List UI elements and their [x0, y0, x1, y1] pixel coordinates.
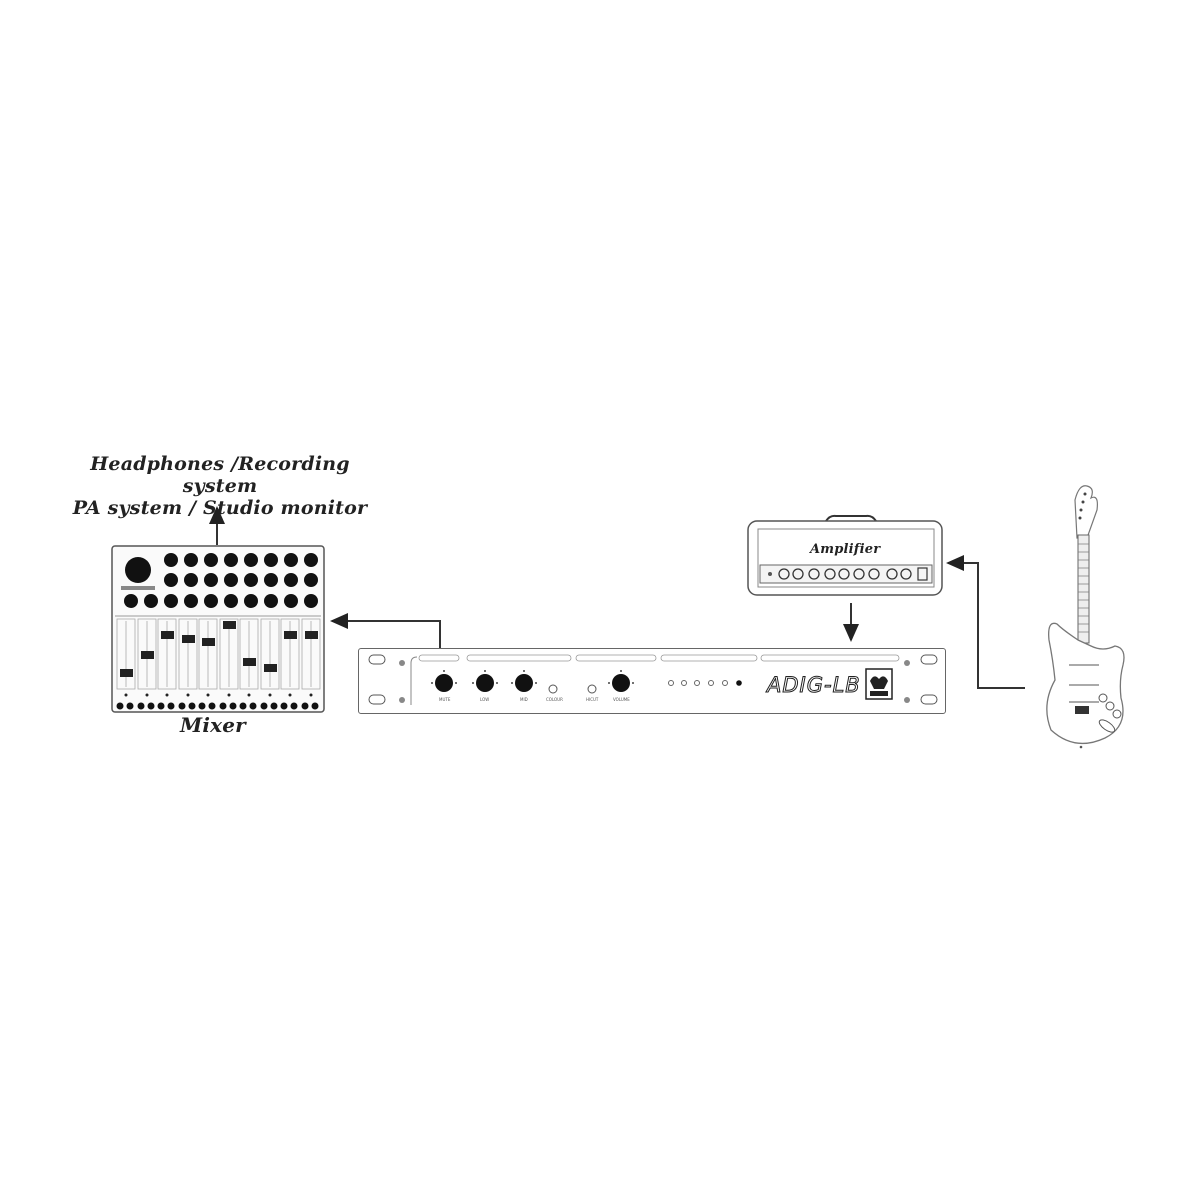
- svg-text:MUTE: MUTE: [439, 697, 451, 702]
- knob-row-3: [124, 594, 318, 608]
- rack-panel-drawing: MUTE LOW MID COLOUR HICUT VOLUME: [368, 654, 938, 705]
- svg-text:MID: MID: [520, 697, 528, 702]
- rack-unit-adig-lb: MUTE LOW MID COLOUR HICUT VOLUME ADIG-LB: [358, 648, 946, 714]
- rack-model-name: ADIG-LB: [767, 673, 861, 698]
- amplifier-script-label: Amplifier: [810, 542, 881, 557]
- guitar-illustration: [1046, 485, 1125, 749]
- svg-text:VOLUME: VOLUME: [613, 697, 630, 702]
- svg-text:LOW: LOW: [480, 697, 489, 702]
- mixer-illustration: [111, 545, 325, 713]
- svg-text:HICUT: HICUT: [586, 697, 599, 702]
- amplifier-illustration: [747, 514, 943, 596]
- mixer-label: Mixer: [180, 713, 246, 737]
- knob-row-2: [164, 573, 318, 587]
- svg-text:COLOUR: COLOUR: [546, 697, 563, 702]
- caption-line-1: Headphones /Recording system: [90, 453, 350, 497]
- knob-row-1: [164, 553, 318, 567]
